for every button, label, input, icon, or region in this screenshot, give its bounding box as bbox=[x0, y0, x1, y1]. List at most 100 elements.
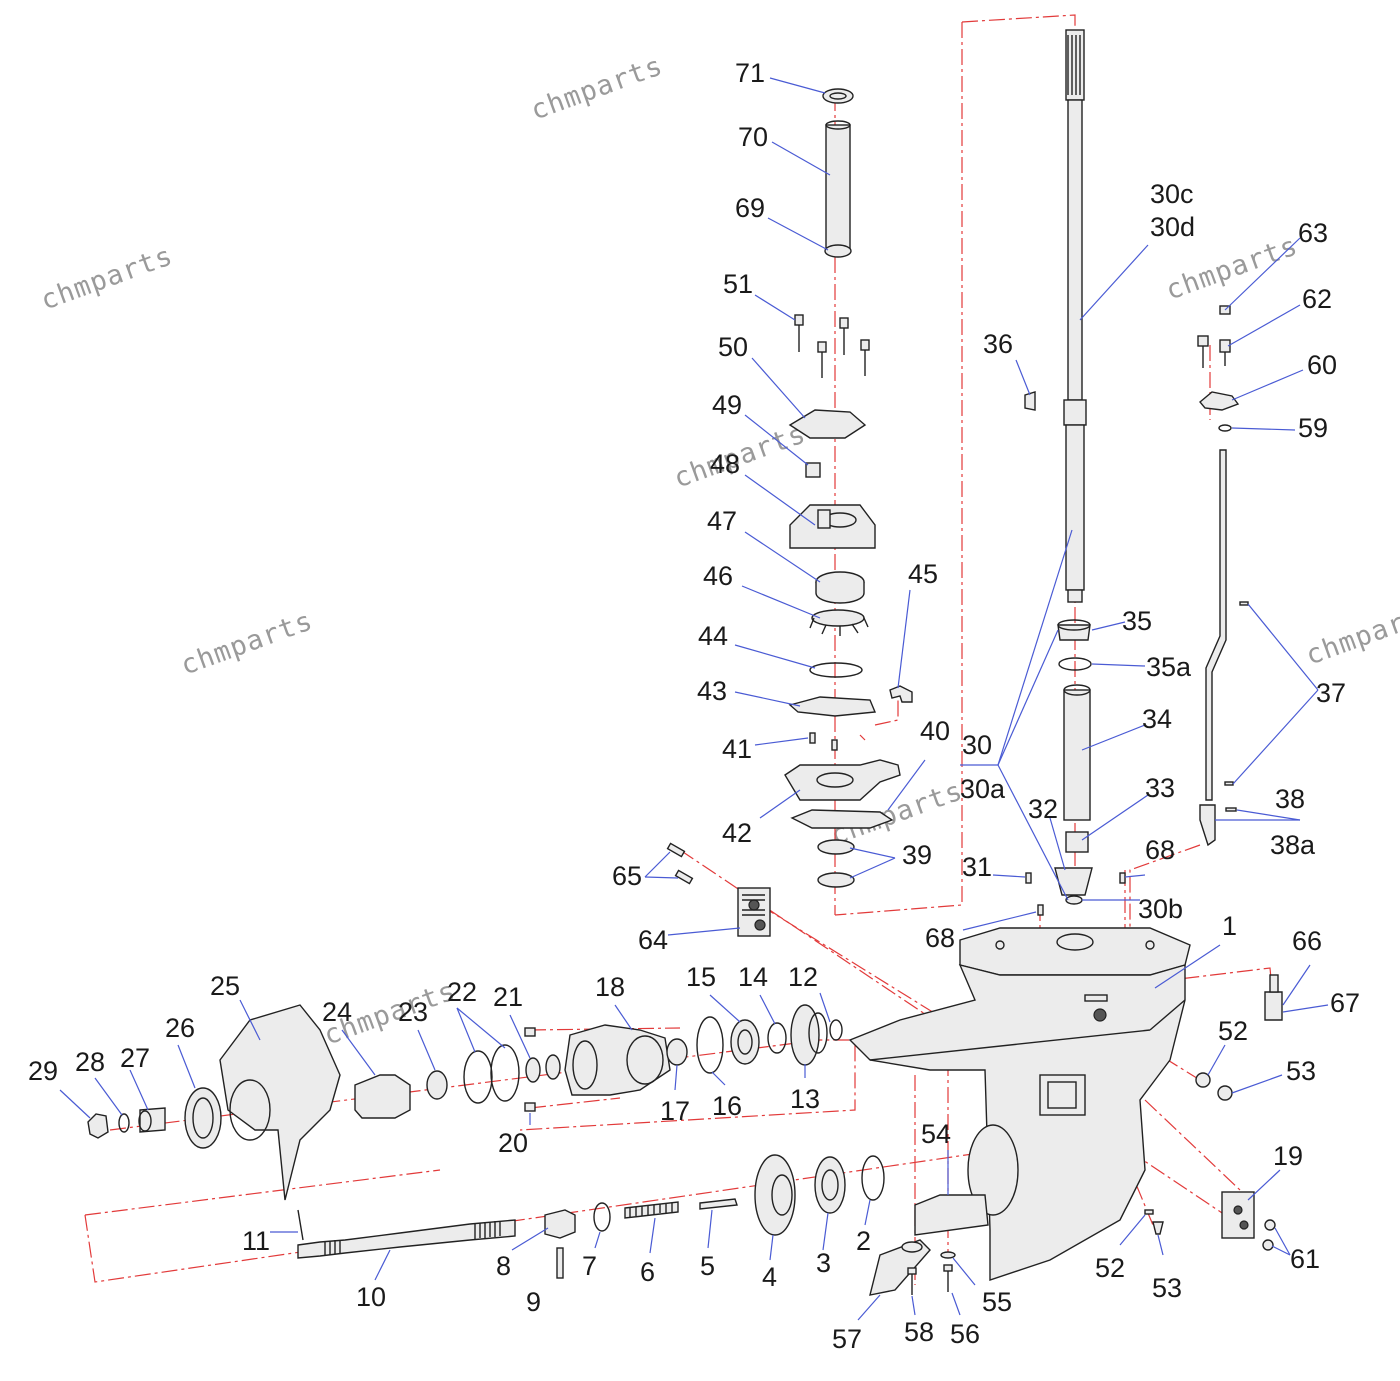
label-55: 55 bbox=[982, 1287, 1012, 1317]
label-52b: 52 bbox=[1095, 1253, 1125, 1283]
label-51: 51 bbox=[723, 269, 753, 299]
watermark: chmparts bbox=[37, 240, 177, 316]
plate-54 bbox=[914, 1194, 989, 1236]
seal-21b bbox=[545, 1054, 561, 1080]
label-42: 42 bbox=[722, 818, 752, 848]
ring-35a bbox=[1058, 657, 1092, 671]
tube-70 bbox=[825, 124, 851, 251]
label-10: 10 bbox=[356, 1282, 386, 1312]
label-58: 58 bbox=[904, 1317, 934, 1347]
label-33: 33 bbox=[1145, 773, 1175, 803]
label-45: 45 bbox=[908, 559, 938, 589]
watermark: chmparts bbox=[177, 605, 317, 681]
label-31: 31 bbox=[962, 852, 992, 882]
label-32: 32 bbox=[1028, 794, 1058, 824]
gasket-40 bbox=[790, 809, 894, 829]
watermark: chmparts bbox=[527, 50, 667, 126]
label-16: 16 bbox=[712, 1091, 742, 1121]
label-30d: 30d bbox=[1150, 212, 1195, 242]
lever-60 bbox=[1199, 391, 1240, 411]
bearing-3 bbox=[814, 1156, 846, 1214]
label-13: 13 bbox=[790, 1084, 820, 1114]
label-5: 5 bbox=[700, 1251, 715, 1281]
label-67: 67 bbox=[1330, 988, 1360, 1018]
washer-28 bbox=[118, 1113, 130, 1133]
drive-shaft-parts bbox=[1025, 619, 1126, 916]
label-26: 26 bbox=[165, 1013, 195, 1043]
pin-31 bbox=[1025, 872, 1032, 884]
cotter-pin-11 bbox=[297, 1209, 304, 1241]
label-70: 70 bbox=[738, 122, 768, 152]
spring-6 bbox=[624, 1201, 679, 1219]
pin-37a bbox=[1239, 601, 1249, 606]
label-50: 50 bbox=[718, 332, 748, 362]
label-22: 22 bbox=[447, 977, 477, 1007]
washer-55 bbox=[940, 1251, 956, 1259]
label-7: 7 bbox=[582, 1251, 597, 1281]
label-34: 34 bbox=[1142, 704, 1172, 734]
clutch-8 bbox=[544, 1209, 576, 1239]
screw-65b bbox=[674, 869, 694, 885]
seal-45 bbox=[889, 685, 913, 703]
label-48: 48 bbox=[710, 449, 740, 479]
label-12: 12 bbox=[788, 962, 818, 992]
label-53a: 53 bbox=[1286, 1056, 1316, 1086]
label-36: 36 bbox=[983, 329, 1013, 359]
label-4: 4 bbox=[762, 1262, 777, 1292]
label-14: 14 bbox=[738, 962, 768, 992]
washer-52b bbox=[1144, 1209, 1154, 1215]
label-66: 66 bbox=[1292, 926, 1322, 956]
label-23: 23 bbox=[398, 997, 428, 1027]
label-11: 11 bbox=[242, 1226, 270, 1256]
plug-53b bbox=[1152, 1221, 1164, 1235]
nut-61b bbox=[1262, 1239, 1274, 1251]
ring-7 bbox=[593, 1202, 611, 1232]
shift-rod bbox=[1197, 305, 1249, 847]
label-37: 37 bbox=[1316, 678, 1346, 708]
label-63: 63 bbox=[1298, 218, 1328, 248]
plug-53a bbox=[1217, 1085, 1233, 1101]
label-29: 29 bbox=[28, 1056, 58, 1086]
bushing-35 bbox=[1057, 624, 1091, 641]
bearing-carrier-18 bbox=[564, 1024, 671, 1096]
washer-59 bbox=[1218, 424, 1232, 432]
propeller-assembly bbox=[87, 1004, 843, 1201]
o-ring-22b bbox=[490, 1044, 520, 1102]
water-pump-stack bbox=[784, 88, 913, 888]
bearing-15 bbox=[730, 1019, 760, 1065]
label-53b: 53 bbox=[1152, 1273, 1182, 1303]
label-30b: 30b bbox=[1138, 894, 1183, 924]
callout-labels: 71 70 69 51 50 49 48 47 46 44 43 41 42 4… bbox=[28, 58, 1360, 1354]
gear-4 bbox=[754, 1154, 796, 1236]
bolt-66 bbox=[1264, 991, 1283, 1021]
label-57: 57 bbox=[832, 1324, 862, 1354]
leader-lines bbox=[59, 77, 1329, 1321]
label-62: 62 bbox=[1302, 284, 1332, 314]
hub-24 bbox=[354, 1074, 411, 1119]
label-38: 38 bbox=[1275, 784, 1305, 814]
plate-43 bbox=[788, 696, 877, 717]
nut-61a bbox=[1264, 1219, 1276, 1231]
shim-2 bbox=[861, 1155, 885, 1201]
pinion-32 bbox=[1054, 867, 1093, 896]
label-49: 49 bbox=[712, 390, 742, 420]
seal-39a bbox=[817, 839, 855, 855]
impeller-46 bbox=[809, 609, 869, 636]
label-35a: 35a bbox=[1146, 652, 1192, 682]
label-44: 44 bbox=[698, 621, 728, 651]
shift-cam-38a bbox=[1199, 804, 1216, 847]
o-ring-22a bbox=[463, 1050, 493, 1104]
label-20: 20 bbox=[498, 1128, 528, 1158]
pin-68b bbox=[1037, 904, 1044, 916]
watermark-layer: chmparts chmparts chmparts chmparts chmp… bbox=[37, 50, 1400, 1051]
label-25: 25 bbox=[210, 971, 240, 1001]
bearing-33 bbox=[1065, 831, 1089, 853]
seal-39b bbox=[817, 872, 855, 888]
shim-12 bbox=[829, 1019, 843, 1041]
washer-52a bbox=[1195, 1072, 1211, 1088]
label-69: 69 bbox=[735, 193, 765, 223]
drive-shaft-30c bbox=[1024, 29, 1087, 603]
shim-14 bbox=[767, 1022, 787, 1054]
label-35: 35 bbox=[1122, 606, 1152, 636]
